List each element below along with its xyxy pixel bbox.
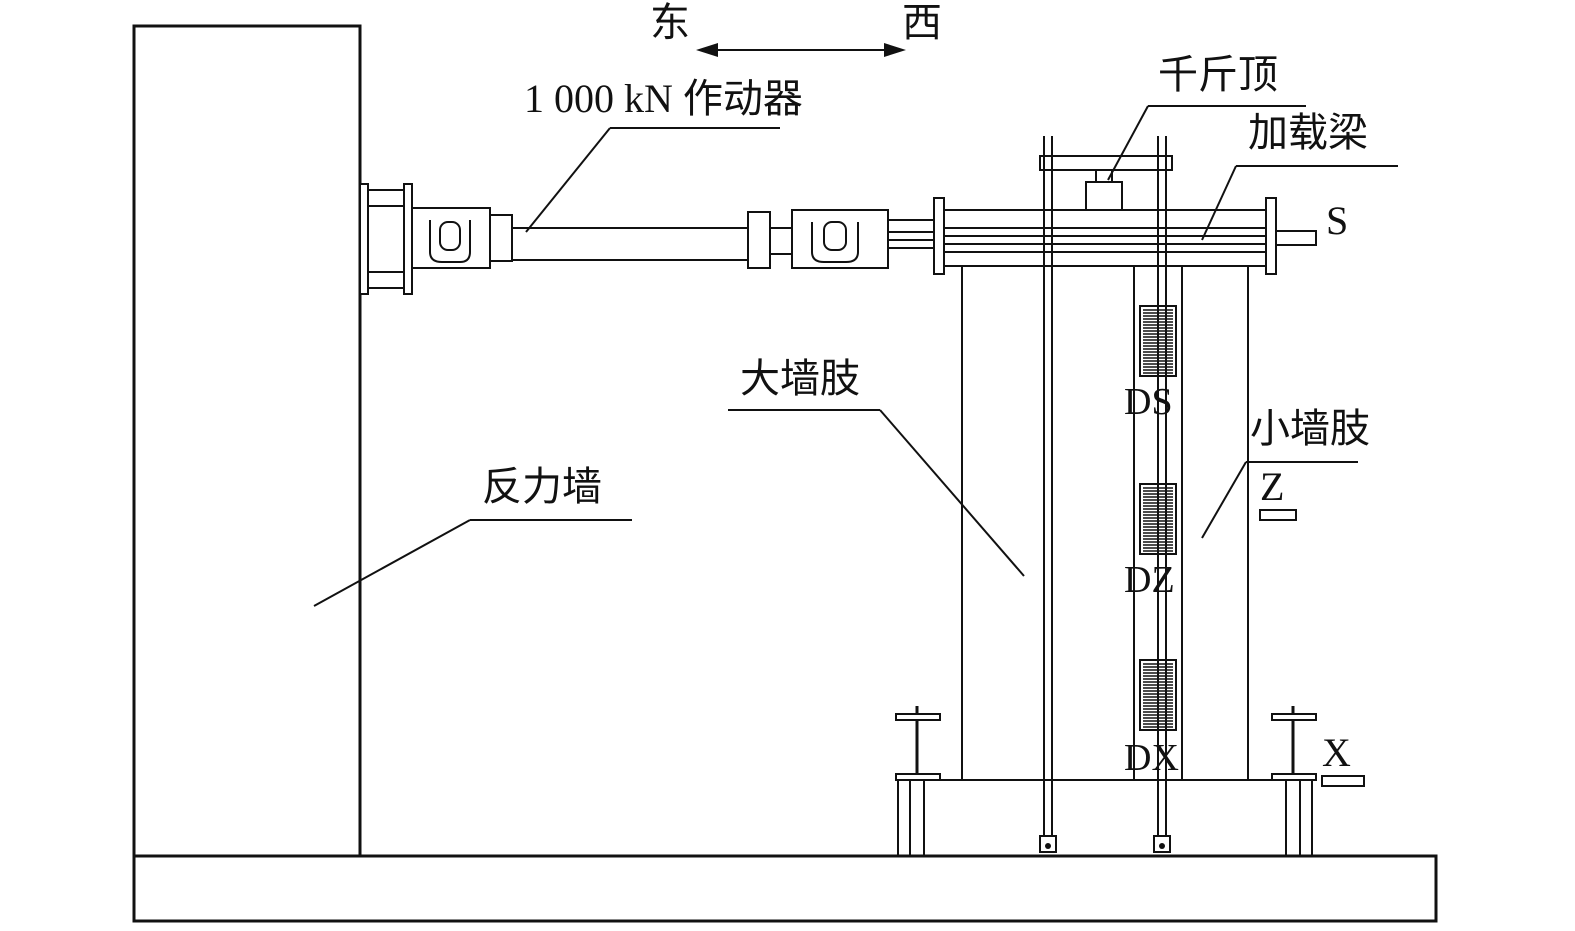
east-label: 东 [650,0,690,46]
loading-beam [933,197,1317,275]
west-label: 西 [902,0,942,46]
reaction-wall-label: 反力墙 [482,464,602,510]
gauge-ds-label: DS [1124,381,1173,423]
large-wall-leader-diag [879,409,1025,577]
tie-rods [1039,136,1171,853]
loading-beam-label-group: 加载梁 S [1201,110,1398,243]
sensor-x-label: X [1322,730,1351,775]
large-wall-limb [961,265,1249,781]
direction-indicator: 东 西 [650,0,942,57]
arrow-head-left [696,43,718,57]
reaction-wall-leader-diag [313,519,471,607]
jack-leader-diag [1107,105,1149,181]
anchor-bolt-left [895,706,941,856]
arrow-head-right [884,43,906,57]
jack-label: 千斤顶 [1158,52,1278,98]
ground-base [132,854,1438,923]
sensor-z: Z [1259,464,1297,521]
reaction-wall-label-group: 反力墙 [313,464,632,607]
actuator [359,183,935,295]
reaction-wall [132,24,362,858]
foundation-beam [897,779,1313,857]
actuator-label: 1 000 kN 作动器 [524,76,803,121]
actuator-label-group: 1 000 kN 作动器 [524,76,803,233]
sensor-z-label: Z [1260,464,1284,509]
gauge-dz-label: DZ [1124,559,1175,601]
large-wall-label-group: 大墙肢 [728,356,1025,577]
small-wall-leader-diag [1201,461,1247,539]
loading-beam-leader-diag [1201,165,1237,241]
large-wall-limb-label: 大墙肢 [740,356,860,402]
jack-label-group: 千斤顶 [1107,52,1306,181]
anchor-bolt-right [1271,706,1317,856]
sensor-x: X [1321,730,1365,787]
small-wall-label-group: 小墙肢 [1201,406,1370,539]
gauge-dx-label: DX [1124,737,1179,779]
loading-beam-label: 加载梁 [1248,110,1368,156]
jack-frame [1039,155,1173,211]
actuator-leader-diag [525,127,611,233]
sensor-s-label: S [1326,198,1348,243]
small-wall-limb-label: 小墙肢 [1250,406,1370,452]
